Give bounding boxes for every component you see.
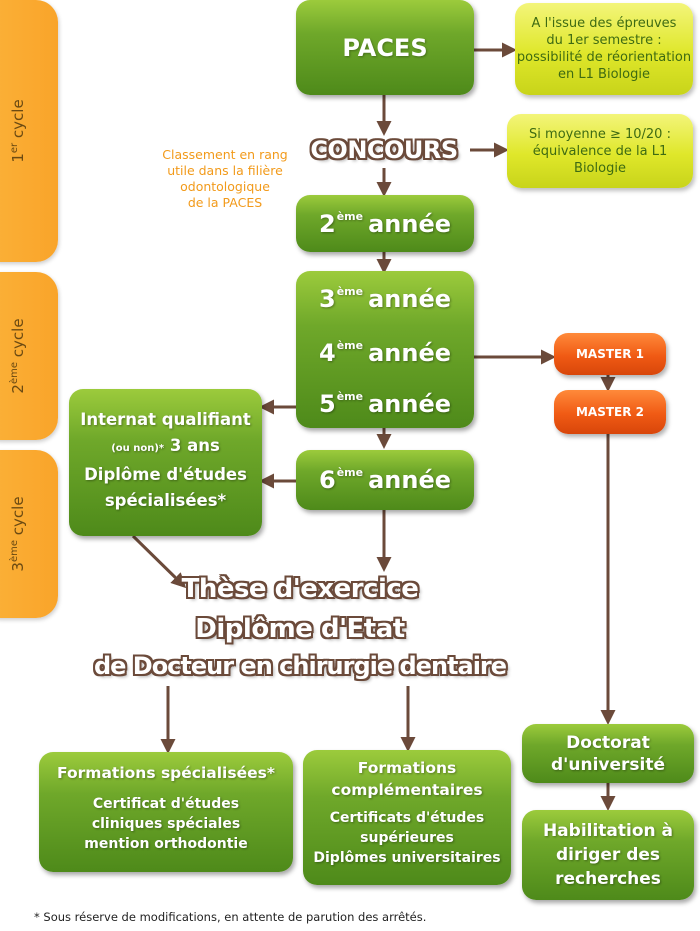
master-1-box: MASTER 1 [554,333,666,375]
internat-line-4: spécialisées* [104,491,227,510]
classement-line-2: utile dans la filière [167,163,283,178]
habilitation-line-1: Habilitation à [542,821,674,841]
habilitation-line-3: recherches [555,869,661,889]
classement-line-1: Classement en rang [162,147,288,162]
these-line-1: Thèse d'exercice [181,574,419,604]
classement-line-3: odontologique [180,179,270,194]
internat-box: Internat qualifiant (ou non)* 3 ans Dipl… [69,389,262,536]
equivalence-line-2: équivalence de la L1 Biologie [532,143,668,176]
internat-line-1: Internat qualifiant [80,410,251,429]
cycle-3-tab: 3ème cycle [0,450,58,618]
classement-note: Classement en rang utile dans la filière… [150,147,300,211]
master-2-label: MASTER 2 [575,405,645,419]
paces-box: PACES [296,0,474,95]
these-line-2: Diplôme d'Etat [195,614,405,644]
reorientation-line-2: du 1er semestre : [546,33,662,48]
reorientation-line-1: A l'issue des épreuves [531,16,677,31]
habilitation-box: Habilitation à diriger des recherches [522,810,694,900]
paces-label: PACES [342,33,428,62]
habilitation-line-2: diriger des [555,845,661,865]
formations-specialisees-line-3: mention orthodontie [84,836,248,852]
equivalence-line-1: Si moyenne ≥ 10/20 : [529,126,671,142]
these-line-3: de Docteur en chirurgie dentaire [93,652,507,680]
formations-specialisees-title: Formations spécialisées* [57,764,275,782]
formations-specialisees-line-1: Certificat d'études [92,796,240,812]
formations-complementaires-line-3: Diplômes universitaires [313,850,501,866]
doctorat-line-1: Doctorat [566,732,650,753]
formations-complementaires-title-2: complémentaires [331,781,483,799]
master-1-label: MASTER 1 [575,347,645,361]
cycle-2-tab: 2ème cycle [0,272,58,440]
formations-complementaires-line-1: Certificats d'études [329,810,485,826]
concours-label: CONCOURS [310,136,458,164]
internat-line-3: Diplôme d'études [84,465,247,484]
arrow-internat-these [131,534,187,589]
doctorat-line-2: d'université [550,754,665,775]
master-2-box: MASTER 2 [554,390,666,434]
formations-complementaires-box: Formations complémentaires Certificats d… [303,750,511,885]
formations-complementaires-line-2: supérieures [360,830,454,846]
footnote: * Sous réserve de modifications, en atte… [34,910,427,924]
reorientation-line-3: possibilité de réorientation [516,50,692,65]
doctorat-box: Doctorat d'université [522,724,694,783]
cycle-1-tab: 1er cycle [0,0,58,262]
formations-specialisees-line-2: cliniques spéciales [91,816,241,832]
reorientation-line-4: en L1 Biologie [558,67,650,82]
equivalence-box: Si moyenne ≥ 10/20 : équivalence de la L… [507,114,693,188]
formations-complementaires-title-1: Formations [357,759,457,777]
classement-line-4: de la PACES [187,195,263,210]
internat-line-2: (ou non)* 3 ans [111,436,220,455]
reorientation-box: A l'issue des épreuves du 1er semestre :… [515,3,693,95]
formations-specialisees-box: Formations spécialisées* Certificat d'ét… [39,752,293,872]
